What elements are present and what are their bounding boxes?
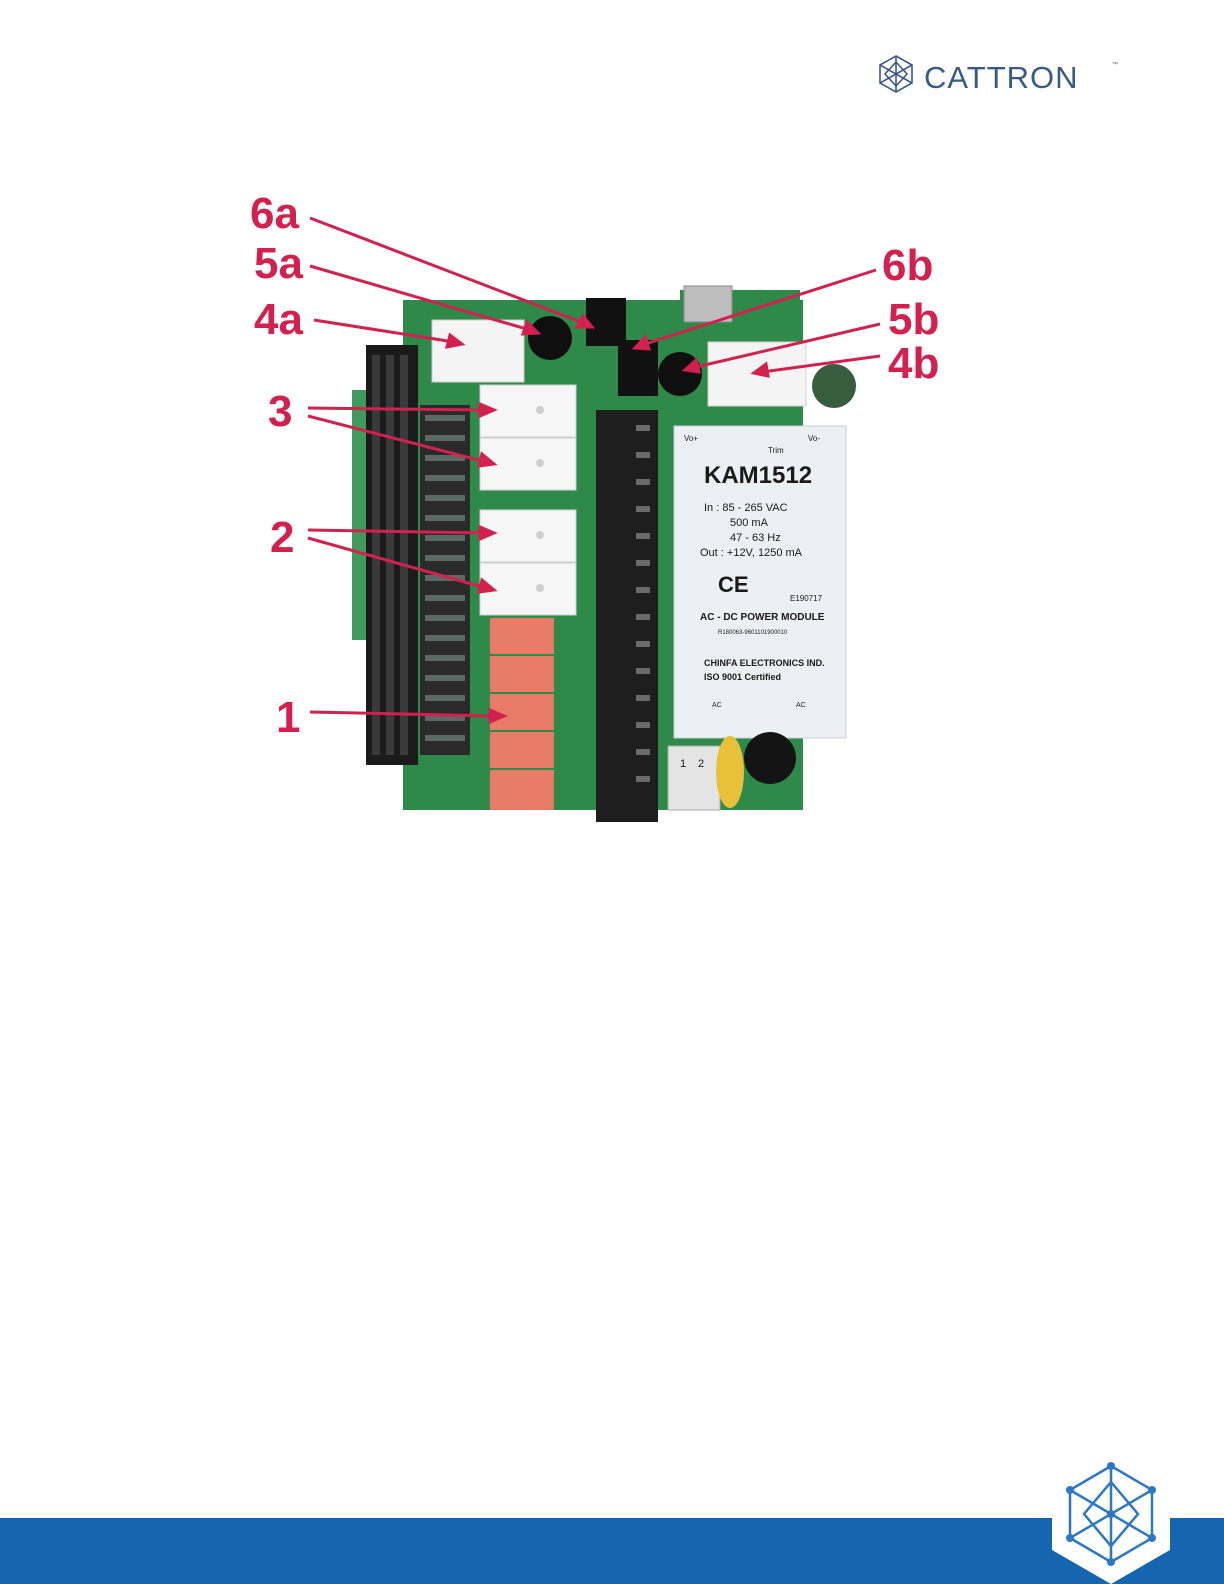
module-type: AC - DC POWER MODULE [700, 612, 824, 623]
connector-pin-1: 1 [680, 758, 686, 770]
callout-4a: 4a [254, 298, 303, 342]
pcb-illustration [240, 190, 960, 840]
ac-right-label: AC [796, 702, 806, 709]
pin-vo-minus: Vo- [808, 434, 820, 443]
footer-bar [0, 1518, 1224, 1584]
pin-vo-plus: Vo+ [684, 434, 698, 443]
pin-trim: Trim [768, 446, 784, 455]
relay-2-upper [480, 510, 576, 562]
relay-4a [432, 320, 524, 382]
module-spec-freq: 47 - 63 Hz [730, 532, 781, 544]
jumper-6a [586, 298, 626, 346]
brand-name: CATTRON [924, 60, 1079, 96]
callout-2: 2 [270, 516, 294, 560]
cattron-badge-icon [1052, 1454, 1170, 1584]
module-serial: R180063-9601101900010 [718, 630, 787, 636]
module-cert: ISO 9001 Certified [704, 672, 781, 682]
connector-pin-2: 2 [698, 758, 704, 770]
ac-left-label: AC [712, 702, 722, 709]
relay-1-a [490, 618, 554, 654]
callout-5a: 5a [254, 242, 303, 286]
module-model: KAM1512 [704, 462, 812, 490]
callout-5b: 5b [888, 298, 939, 342]
callout-3: 3 [268, 390, 292, 434]
cattron-logo: CATTRON ™ [876, 54, 1116, 100]
relay-1-b [490, 656, 554, 692]
fuse-5a [528, 316, 572, 360]
cattron-mark-icon [876, 54, 916, 94]
ac-connector [668, 746, 720, 810]
callout-6a: 6a [250, 192, 299, 236]
trademark: ™ [1112, 62, 1118, 68]
capacitor [812, 364, 856, 408]
ce-mark: CE [718, 572, 749, 598]
module-spec-out: Out : +12V, 1250 mA [700, 547, 802, 559]
module-spec-in: In : 85 - 265 VAC [704, 502, 788, 514]
module-maker: CHINFA ELECTRONICS IND. [704, 658, 825, 668]
board-figure: Vo+ Trim Vo- KAM1512 In : 85 - 265 VAC 5… [240, 190, 960, 840]
relay-1-c [490, 694, 554, 730]
relay-1-d [490, 732, 554, 768]
relay-1-e [490, 770, 554, 810]
callout-6b: 6b [882, 244, 933, 288]
callout-1: 1 [276, 696, 300, 740]
ul-number: E190717 [790, 594, 822, 603]
module-spec-current: 500 mA [730, 517, 768, 529]
callout-4b: 4b [888, 342, 939, 386]
